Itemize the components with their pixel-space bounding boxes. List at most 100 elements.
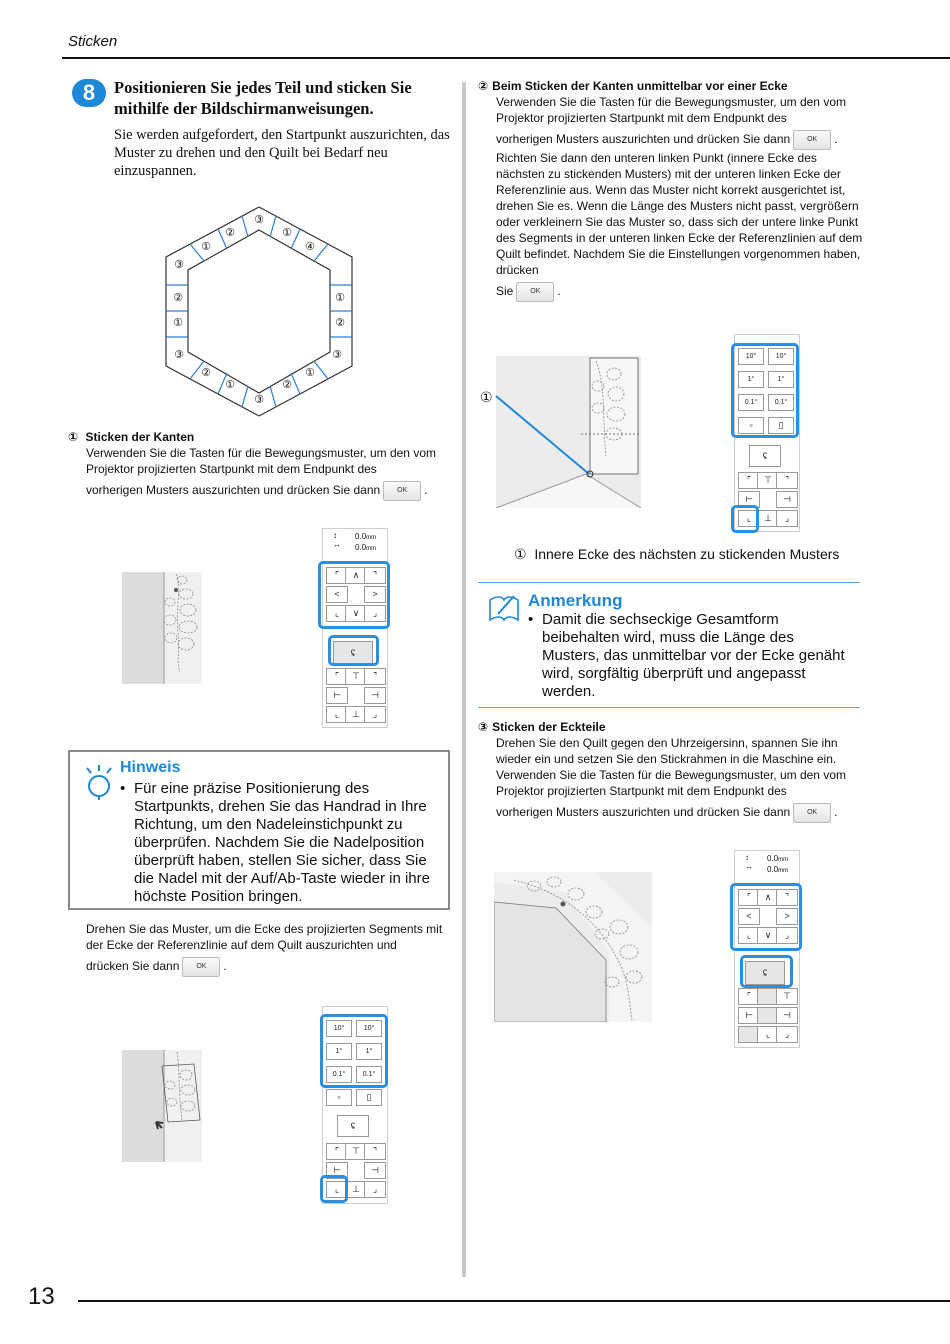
start-corner-bl-button[interactable]: ⌞: [326, 706, 348, 723]
rotate-instruction: Drehen Sie das Muster, um die Ecke des p…: [86, 921, 448, 977]
footer-rule: [78, 1300, 950, 1302]
highlight-move-keys: [318, 561, 390, 629]
anmerkung-text: Damit die sechseckige Gesamtform beibeha…: [542, 611, 845, 700]
rotate-right-1-button[interactable]: 1°: [768, 371, 794, 388]
start-right-button[interactable]: ⊣: [776, 1007, 798, 1024]
move-down-right-button[interactable]: ⌟: [364, 605, 386, 622]
move-right-button[interactable]: >: [364, 586, 386, 603]
hex-label: ②: [335, 316, 345, 329]
start-corner-tr-button[interactable]: ⌝: [364, 668, 386, 685]
start-corner-bl-button[interactable]: ⌞: [326, 1181, 348, 1198]
hex-label: ③: [332, 348, 342, 361]
start-right-button[interactable]: ⊣: [776, 491, 798, 508]
step-description: Sie werden aufgefordert, den Startpunkt …: [114, 127, 450, 179]
anmerkung-bottom-rule: [478, 707, 860, 708]
shrink-button[interactable]: ▫: [738, 417, 764, 434]
x-offset-value: 0.0: [767, 865, 779, 874]
highlight-rotate-keys: [320, 1014, 388, 1088]
start-corner-br-button[interactable]: ⌟: [364, 706, 386, 723]
move-right-button[interactable]: >: [776, 908, 798, 925]
highlight-stitch-key: [328, 635, 379, 666]
hex-label: ①: [282, 226, 292, 239]
start-corner-tr-button[interactable]: ⊤: [776, 988, 798, 1005]
item-title: Beim Sticken der Kanten unmittelbar vor …: [492, 79, 788, 93]
stitch-pattern-button[interactable]: ʢ: [337, 1115, 369, 1137]
quilt-rotate-illustration: [122, 1050, 202, 1162]
hex-label: ③: [254, 213, 264, 226]
stitch-pattern-button[interactable]: ʢ: [745, 961, 785, 985]
column-divider: [462, 82, 466, 1277]
move-up-button[interactable]: ∧: [757, 889, 779, 906]
rotate-right-10-button[interactable]: 10°: [768, 348, 794, 365]
start-corner-tr-button[interactable]: ⌝: [776, 472, 798, 489]
quilt-illustration: [122, 572, 202, 684]
start-corner-tl-button[interactable]: ⌜: [326, 1143, 348, 1160]
x-offset-value: 0.0: [355, 543, 367, 552]
rotate-left-01-button[interactable]: 0.1°: [326, 1066, 352, 1083]
highlight-move-keys: [730, 883, 802, 951]
ok-button: OK: [182, 957, 221, 977]
running-header: Sticken: [68, 33, 118, 50]
ok-button: OK: [793, 803, 832, 823]
rotate-right-1-button[interactable]: 1°: [356, 1043, 382, 1060]
rotate-right-01-button[interactable]: 0.1°: [356, 1066, 382, 1083]
y-offset-value: 0.0: [355, 532, 367, 541]
enlarge-button[interactable]: ▯: [356, 1089, 382, 1106]
start-corner-br-button[interactable]: ⌟: [364, 1181, 386, 1198]
item-title: Sticken der Kanten: [85, 430, 195, 444]
hinweis-box: Hinweis • Für eine präzise Positionierun…: [68, 750, 450, 910]
shrink-button[interactable]: ▫: [326, 1089, 352, 1106]
start-left-button[interactable]: ⊢: [326, 1162, 348, 1179]
start-corner-br-button[interactable]: ⌟: [776, 1026, 798, 1043]
hinweis-title: Hinweis: [120, 759, 181, 776]
item-title: Sticken der Eckteile: [492, 720, 606, 734]
move-up-right-button[interactable]: ⌝: [776, 889, 798, 906]
hex-label: ②: [201, 366, 211, 379]
rotate-right-01-button[interactable]: 0.1°: [768, 394, 794, 411]
anmerkung-title: Anmerkung: [528, 591, 623, 610]
start-top-button[interactable]: ⊤: [345, 1143, 367, 1160]
ok-button: OK: [516, 282, 555, 302]
hex-label: ③: [174, 258, 184, 271]
enlarge-button[interactable]: ▯: [768, 417, 794, 434]
start-top-button[interactable]: ⊤: [345, 668, 367, 685]
move-up-right-button[interactable]: ⌝: [364, 567, 386, 584]
move-left-button[interactable]: <: [738, 908, 760, 925]
quilt-corner-piece-illustration: [494, 872, 652, 1022]
highlight-corner-key: [320, 1175, 348, 1203]
start-corner-br-button[interactable]: ⌟: [776, 510, 798, 527]
hex-label: ①: [201, 240, 211, 253]
hex-label: ①: [225, 378, 235, 391]
item-text: Verwenden Sie die Tasten für die Bewegun…: [86, 446, 436, 476]
hex-label: ①: [335, 291, 345, 304]
step-number-badge: 8: [72, 79, 106, 107]
hex-label: ③: [254, 393, 264, 406]
move-down-right-button[interactable]: ⌟: [776, 927, 798, 944]
start-right-button[interactable]: ⊣: [364, 687, 386, 704]
stitch-pattern-button[interactable]: ʢ: [749, 445, 781, 467]
rotate-right-10-button[interactable]: 10°: [356, 1020, 382, 1037]
rotate-left-1-button[interactable]: 1°: [326, 1043, 352, 1060]
note-pencil-icon: [489, 595, 519, 622]
item-1-block: ① Sticken der Kanten Verwenden Sie die T…: [68, 429, 448, 501]
start-left-button[interactable]: ⊢: [326, 687, 348, 704]
item-number: ①: [68, 430, 79, 444]
item-text-cont: vorherigen Musters auszurichten und drüc…: [86, 483, 381, 498]
ok-button: OK: [793, 130, 832, 150]
move-left-button[interactable]: <: [326, 586, 348, 603]
hex-label: ④: [305, 240, 315, 253]
start-right-button[interactable]: ⊣: [364, 1162, 386, 1179]
rotate-left-01-button[interactable]: 0.1°: [738, 394, 764, 411]
y-offset-value: 0.0: [767, 854, 779, 863]
hexagon-diagram: ③ ② ① ① ④ ③ ② ① ① ② ③ ③ ② ① ② ① ③: [165, 206, 353, 417]
rotate-left-10-button[interactable]: 10°: [738, 348, 764, 365]
callout-marker: ①: [480, 389, 493, 405]
start-corner-tr-button[interactable]: ⌝: [364, 1143, 386, 1160]
rotate-left-10-button[interactable]: 10°: [326, 1020, 352, 1037]
move-up-left-button[interactable]: ⌜: [326, 567, 348, 584]
highlight-corner-key: [731, 505, 759, 533]
rotate-left-1-button[interactable]: 1°: [738, 371, 764, 388]
hex-label: ①: [305, 366, 315, 379]
